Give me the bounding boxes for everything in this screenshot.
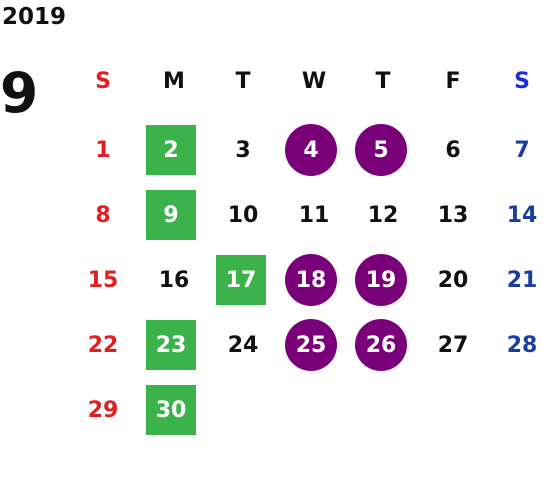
day-6[interactable]: 6 bbox=[445, 137, 461, 163]
day-18[interactable]: 18 bbox=[285, 254, 337, 306]
year-label: 2019 bbox=[2, 4, 67, 30]
day-3[interactable]: 3 bbox=[235, 137, 251, 163]
weekday-header-mon: M bbox=[163, 68, 185, 94]
day-22[interactable]: 22 bbox=[87, 332, 119, 358]
day-19[interactable]: 19 bbox=[355, 254, 407, 306]
day-23[interactable]: 23 bbox=[146, 320, 196, 370]
day-16[interactable]: 16 bbox=[158, 267, 190, 293]
day-26[interactable]: 26 bbox=[355, 319, 407, 371]
day-29[interactable]: 29 bbox=[87, 397, 119, 423]
day-4[interactable]: 4 bbox=[285, 124, 337, 176]
day-7[interactable]: 7 bbox=[514, 137, 530, 163]
day-24[interactable]: 24 bbox=[227, 332, 259, 358]
day-28[interactable]: 28 bbox=[506, 332, 538, 358]
day-1[interactable]: 1 bbox=[95, 137, 111, 163]
weekday-header-sun: S bbox=[95, 68, 111, 94]
day-12[interactable]: 12 bbox=[367, 202, 399, 228]
day-17[interactable]: 17 bbox=[216, 255, 266, 305]
day-11[interactable]: 11 bbox=[298, 202, 330, 228]
day-21[interactable]: 21 bbox=[506, 267, 538, 293]
day-25[interactable]: 25 bbox=[285, 319, 337, 371]
day-2[interactable]: 2 bbox=[146, 125, 196, 175]
day-10[interactable]: 10 bbox=[227, 202, 259, 228]
day-15[interactable]: 15 bbox=[87, 267, 119, 293]
day-30[interactable]: 30 bbox=[146, 385, 196, 435]
day-14[interactable]: 14 bbox=[506, 202, 538, 228]
weekday-header-thu: T bbox=[375, 68, 391, 94]
day-27[interactable]: 27 bbox=[437, 332, 469, 358]
weekday-header-wed: W bbox=[301, 68, 327, 94]
day-9[interactable]: 9 bbox=[146, 190, 196, 240]
weekday-header-fri: F bbox=[445, 68, 461, 94]
day-5[interactable]: 5 bbox=[355, 124, 407, 176]
weekday-header-tue: T bbox=[235, 68, 251, 94]
day-8[interactable]: 8 bbox=[95, 202, 111, 228]
day-20[interactable]: 20 bbox=[437, 267, 469, 293]
day-13[interactable]: 13 bbox=[437, 202, 469, 228]
month-number: 9 bbox=[0, 61, 39, 125]
weekday-header-sat: S bbox=[514, 68, 530, 94]
